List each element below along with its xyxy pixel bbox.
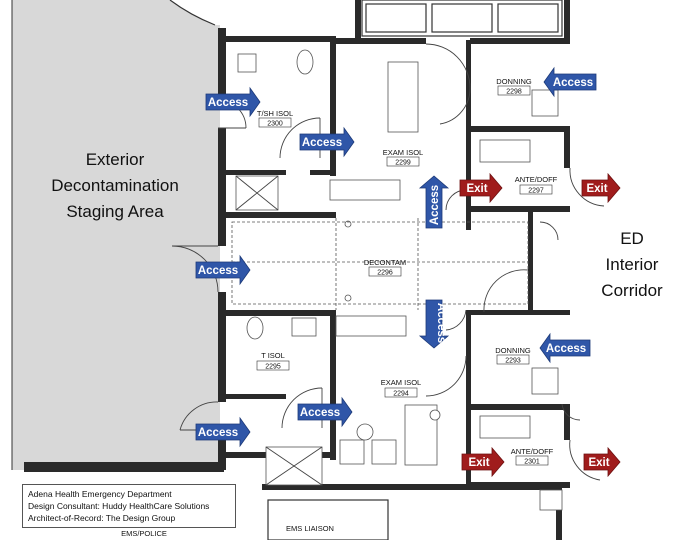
credit-line: Architect-of-Record: The Design Group [28,513,176,523]
room-number: 2293 [505,358,521,365]
access-arrow-label: Access [302,137,342,149]
exit-arrow-ante-doff-lower-left: Exit [461,446,505,478]
access-arrow-exam-isol-lower: Access [297,396,353,428]
room-name: EXAM ISOL [381,378,421,387]
room-name: DONNING [495,346,531,355]
room-name: DONNING [496,77,532,86]
exit-arrow-label: Exit [466,183,487,195]
access-arrow-t-sh-isol: Access [205,86,261,118]
access-arrow-donning-lower: Access [539,332,591,364]
access-arrow-decontam-upper: Access [418,175,450,229]
access-arrow-label: Access [546,343,586,355]
room-donning-lower: DONNING 2293 [495,346,531,365]
room-ante-doff-upper: ANTE/DOFF 2297 [515,175,558,195]
access-arrow-label: Access [198,265,238,277]
corridor-label-line-1: ED [620,229,644,248]
corridor-label-line-3: Corridor [601,281,663,300]
room-number: 2294 [393,391,409,398]
exit-arrow-ante-doff-lower-right: Exit [583,446,621,478]
room-number: 2300 [267,121,283,128]
room-name: T/SH ISOL [257,109,293,118]
exterior-label-line-3: Staging Area [66,202,164,221]
exit-arrow-label: Exit [586,183,607,195]
room-t-sh-isol: T/SH ISOL 2300 [257,109,293,128]
exit-arrow-ante-doff-upper-right: Exit [581,172,621,204]
exterior-staging-area [12,0,220,470]
room-number: 2296 [377,270,393,277]
exterior-label-line-1: Exterior [86,150,145,169]
walls [24,0,570,540]
credit-line: Design Consultant: Huddy HealthCare Solu… [28,501,210,511]
room-name: T ISOL [261,351,285,360]
room-exam-isol-lower: EXAM ISOL 2294 [381,378,421,398]
access-arrow-decontam-lower: Access [418,299,450,349]
corridor-label-line-2: Interior [606,255,659,274]
access-arrow-t-isol: Access [195,416,251,448]
access-arrow-decontam-entry: Access [195,254,251,286]
access-arrow-exam-isol-upper: Access [299,126,355,158]
room-t-isol: T ISOL 2295 [256,351,290,371]
room-decontam: DECONTAM 2296 [364,258,406,277]
room-number: 2301 [524,459,540,466]
access-arrow-label: Access [208,97,248,109]
access-arrow-label: Access [553,77,593,89]
room-ante-doff-lower: ANTE/DOFF 2301 [511,447,554,466]
room-number: 2295 [265,364,281,371]
credit-line: Adena Health Emergency Department [28,489,172,499]
access-arrow-label: Access [198,427,238,439]
room-ems-police: EMS/POLICE [121,529,167,538]
room-number: 2297 [528,188,544,195]
room-name: ANTE/DOFF [515,175,558,184]
access-arrow-donning-upper: Access [543,66,597,98]
exit-arrow-ante-doff-upper-left: Exit [459,172,503,204]
room-number: 2298 [506,89,522,96]
room-name: ANTE/DOFF [511,447,554,456]
exterior-label-line-2: Decontamination [51,176,179,195]
exit-arrow-label: Exit [468,457,489,469]
room-exam-isol-upper: EXAM ISOL 2299 [383,148,423,167]
room-number: 2299 [395,160,411,167]
room-name: EXAM ISOL [383,148,423,157]
room-name: DECONTAM [364,258,406,267]
exit-arrow-label: Exit [588,457,609,469]
access-arrow-label: Access [300,407,340,419]
access-arrow-label: Access [435,303,447,343]
room-ems-liaison: EMS LIAISON [286,524,334,533]
room-donning-upper: DONNING 2298 [496,77,532,96]
access-arrow-label: Access [429,185,441,225]
credits-box: Adena Health Emergency Department Design… [22,484,236,528]
